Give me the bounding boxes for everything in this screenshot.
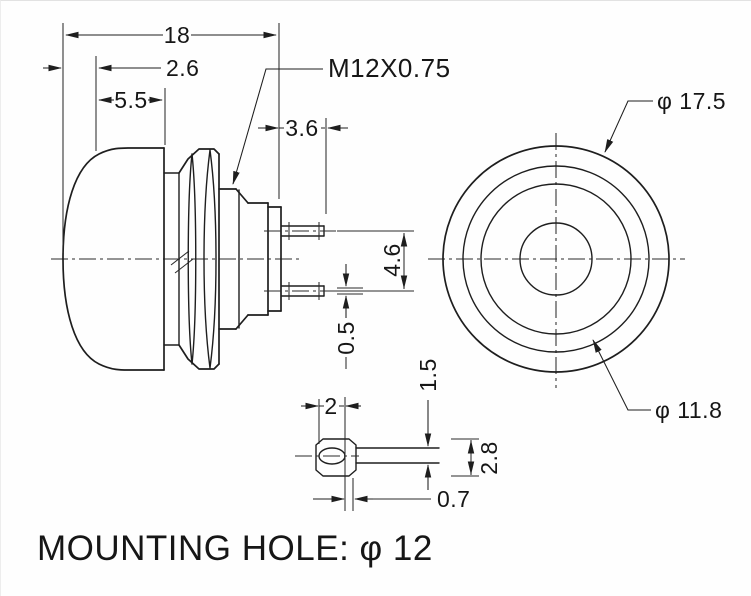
terminal-pin-lower <box>264 282 336 300</box>
dim-pin-protrusion: 3.6 <box>285 115 318 141</box>
terminal-detail-view <box>295 397 440 511</box>
dim-outer-diameter: φ 17.5 <box>657 88 726 114</box>
front-view-dimensions: φ 17.5 φ 11.8 <box>592 88 726 423</box>
hex-nut-bottom <box>178 344 220 370</box>
terminal-pin-upper <box>264 222 336 240</box>
terminal-detail-dimensions: 2 1.5 2.8 0.7 <box>301 358 502 512</box>
dim-lug-width: 2 <box>324 393 337 419</box>
dim-pin-thickness: 0.5 <box>333 321 359 354</box>
dim-total-length: 18 <box>164 22 191 48</box>
dim-lug-height: 2.8 <box>476 441 502 474</box>
front-view <box>428 133 685 388</box>
dim-button-diameter: φ 11.8 <box>655 397 722 423</box>
terminal-lug-outline <box>315 438 357 477</box>
dome-profile-top <box>62 147 165 260</box>
dim-cap-length: 5.5 <box>114 87 147 113</box>
outer-rim-circle <box>442 145 670 373</box>
dim-edge-offset: 0.7 <box>437 486 470 512</box>
side-view-dimensions: 18 2.6 5.5 3.6 M12X0.75 4.6 0.5 <box>43 22 451 369</box>
bezel-circle <box>462 165 650 353</box>
nut-facet-mid <box>203 149 217 369</box>
side-view <box>51 147 336 371</box>
dim-dome-height: 2.6 <box>166 55 199 81</box>
dim-slot-width: 1.5 <box>415 358 441 391</box>
dim-pin-spacing: 4.6 <box>379 243 405 276</box>
thread-spec-label: M12X0.75 <box>328 53 451 83</box>
button-circle <box>480 183 632 335</box>
plunger-circle <box>519 222 593 296</box>
nut-facet-left <box>187 153 197 365</box>
dome-profile-bottom <box>62 258 165 371</box>
mounting-hole-note: MOUNTING HOLE: φ 12 <box>37 529 433 568</box>
hex-nut-top <box>178 148 220 174</box>
